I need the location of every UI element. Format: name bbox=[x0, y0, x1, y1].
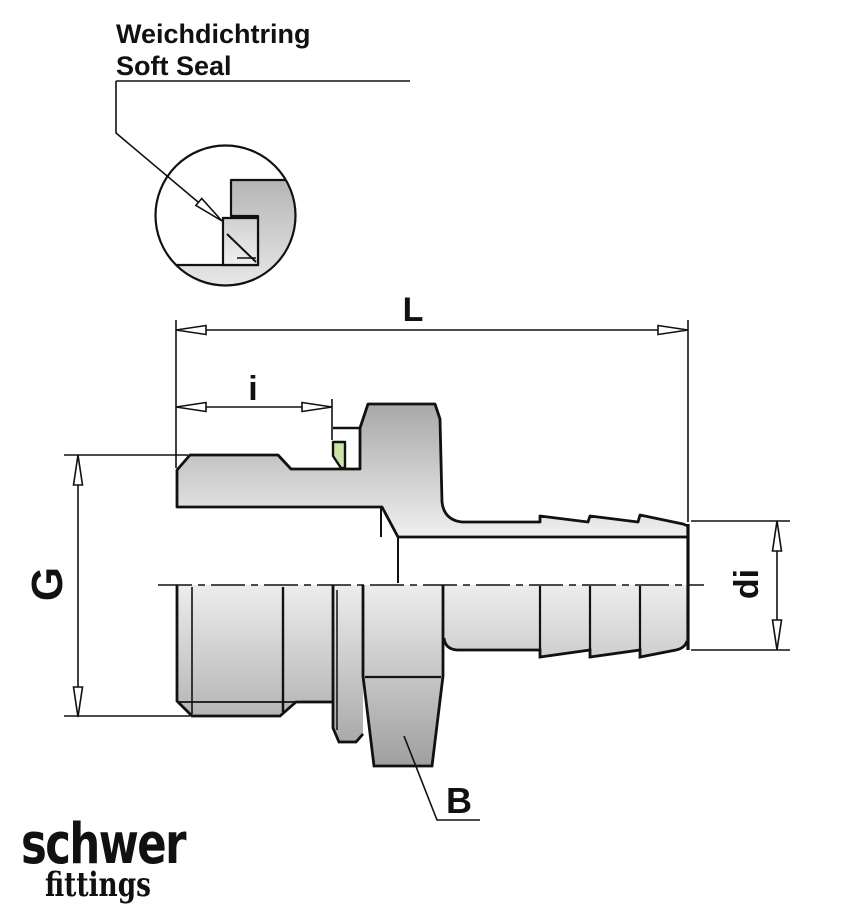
arrow-di-top bbox=[771, 520, 783, 552]
edge-lines bbox=[175, 426, 690, 768]
label-B: B bbox=[446, 780, 472, 821]
fitting-section-upper-half bbox=[175, 402, 690, 539]
leader-line-B bbox=[403, 735, 480, 821]
thread-lower-fill bbox=[177, 585, 333, 716]
fitting-external-lower-half bbox=[177, 585, 687, 766]
arrow-callout bbox=[194, 197, 223, 222]
schwer-fittings-logo: schwer fittings bbox=[21, 812, 189, 905]
dimension-lines bbox=[64, 80, 790, 821]
callout-text-de: Weichdichtring bbox=[116, 19, 311, 49]
logo-sub-text: fittings bbox=[45, 865, 151, 905]
arrowheads bbox=[72, 197, 783, 718]
callout-text-en: Soft Seal bbox=[116, 51, 232, 81]
seal-detail-view bbox=[154, 144, 297, 287]
arrow-G-top bbox=[72, 454, 84, 486]
label-L: L bbox=[403, 291, 424, 329]
body-section-fill bbox=[175, 402, 690, 539]
hose-tail-lower-fill bbox=[443, 585, 687, 657]
soft-seal bbox=[331, 440, 347, 470]
nut-silhouette bbox=[361, 585, 445, 768]
label-G: G bbox=[23, 567, 72, 601]
detail-seal bbox=[221, 216, 260, 267]
tail-lower-silhouette bbox=[442, 637, 689, 659]
thread-silhouette bbox=[175, 585, 333, 718]
nut-lower-fill bbox=[363, 585, 443, 766]
callout-leader bbox=[115, 81, 199, 203]
arrow-G-bottom bbox=[72, 686, 84, 718]
washer-lower-fill bbox=[333, 585, 363, 742]
washer-silhouette bbox=[331, 585, 365, 744]
detail-circle-outline bbox=[154, 144, 297, 287]
arrow-di-bottom bbox=[771, 619, 783, 651]
logo-brand-text: schwer bbox=[21, 812, 187, 877]
arrow-L-right bbox=[657, 324, 689, 336]
label-di: di bbox=[728, 569, 766, 599]
arrow-i-left bbox=[175, 401, 207, 413]
label-i: i bbox=[248, 370, 257, 408]
arrow-i-right bbox=[301, 401, 333, 413]
arrow-L-left bbox=[175, 324, 207, 336]
